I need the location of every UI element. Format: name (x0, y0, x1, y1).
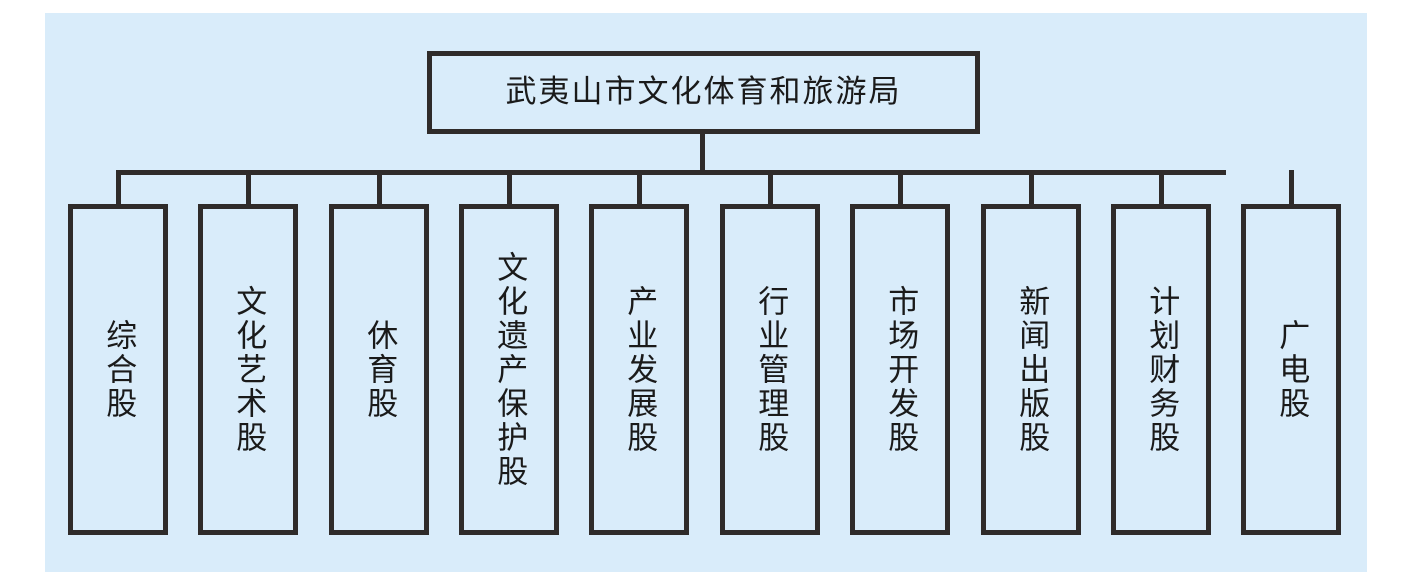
org-node-child-4[interactable]: 文化遗产保护股 (459, 204, 559, 535)
org-node-root-label: 武夷山市文化体育和旅游局 (505, 74, 902, 110)
org-node-child-9[interactable]: 计划财务股 (1111, 204, 1211, 535)
org-node-child-1-label: 综合股 (100, 318, 137, 421)
org-node-child-6[interactable]: 行业管理股 (720, 204, 820, 535)
org-node-child-7[interactable]: 市场开发股 (850, 204, 950, 535)
connector-drop-5 (637, 170, 642, 206)
org-node-child-1[interactable]: 综合股 (68, 204, 168, 535)
org-node-child-2-label: 文化艺术股 (230, 284, 267, 455)
connector-root-stem (700, 132, 705, 174)
connector-drop-9 (1159, 170, 1164, 206)
org-node-child-3[interactable]: 休育股 (329, 204, 429, 535)
org-node-child-3-label: 休育股 (361, 318, 398, 421)
org-node-child-10[interactable]: 广电股 (1241, 204, 1341, 535)
org-node-child-5[interactable]: 产业发展股 (589, 204, 689, 535)
connector-drop-10 (1289, 170, 1294, 206)
connector-drop-6 (768, 170, 773, 206)
org-node-child-8[interactable]: 新闻出版股 (981, 204, 1081, 535)
connector-drop-8 (1029, 170, 1034, 206)
org-node-child-8-label: 新闻出版股 (1013, 284, 1050, 455)
connector-drop-1 (116, 170, 121, 206)
connector-drop-4 (507, 170, 512, 206)
connector-drop-2 (246, 170, 251, 206)
org-node-root[interactable]: 武夷山市文化体育和旅游局 (427, 51, 980, 134)
org-node-child-10-label: 广电股 (1273, 318, 1310, 421)
connector-drop-7 (898, 170, 903, 206)
connector-horizontal-bus (116, 170, 1226, 175)
org-node-child-4-label: 文化遗产保护股 (491, 250, 528, 489)
org-node-child-6-label: 行业管理股 (752, 284, 789, 455)
org-node-child-9-label: 计划财务股 (1143, 284, 1180, 455)
org-node-child-5-label: 产业发展股 (621, 284, 658, 455)
connector-drop-3 (377, 170, 382, 206)
org-node-child-2[interactable]: 文化艺术股 (198, 204, 298, 535)
org-node-child-7-label: 市场开发股 (882, 284, 919, 455)
